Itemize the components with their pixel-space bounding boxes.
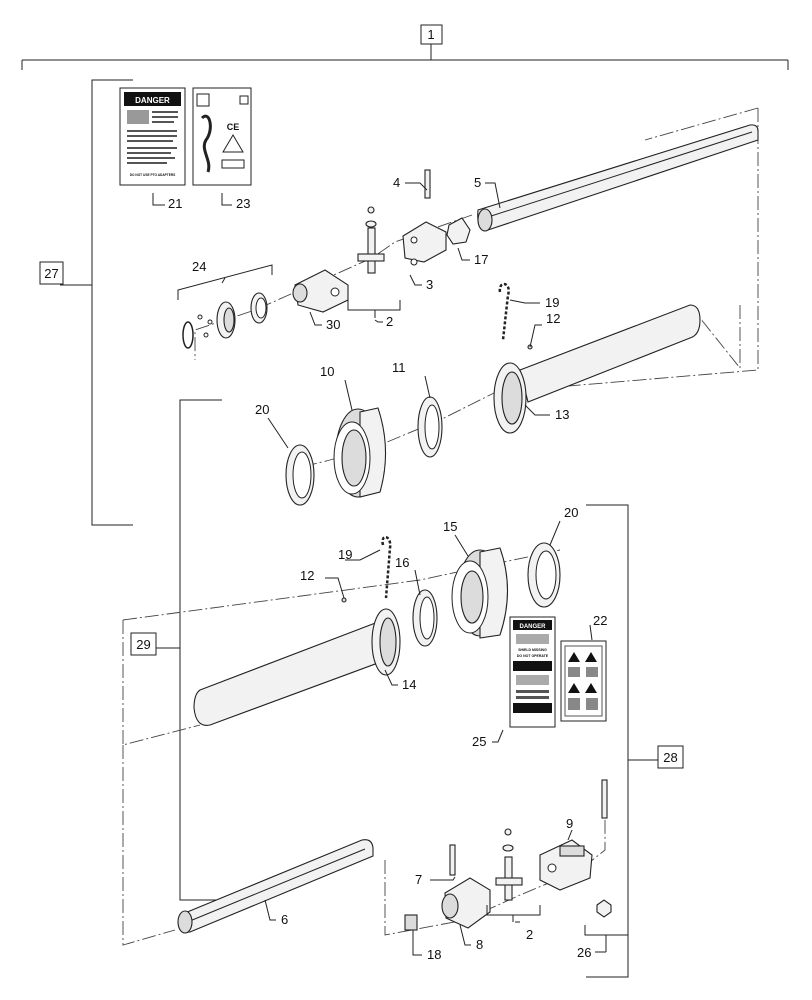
callout-19-bottom: 19 [338, 547, 352, 562]
yoke-with-bolt [539, 839, 593, 891]
callout-8: 8 [476, 937, 483, 952]
callout-10: 10 [320, 364, 334, 379]
group-29-box [130, 632, 157, 656]
callout-22: 22 [593, 613, 607, 628]
callout-20-bottom: 20 [564, 505, 578, 520]
callout-15: 15 [443, 519, 457, 534]
decal-21: DANGER DO NOT USE PTO ADAPTERS [119, 87, 186, 186]
group-27-box [39, 261, 64, 285]
callout-7: 7 [415, 872, 422, 887]
yoke-top [402, 221, 447, 266]
group-27-bracket [91, 79, 133, 526]
callout-9: 9 [566, 816, 573, 831]
leader-lines [152, 182, 606, 956]
callout-24: 24 [192, 259, 206, 274]
guard-cone-top [333, 407, 387, 498]
callout-25: 25 [472, 734, 486, 749]
guard-cone-bottom [451, 547, 509, 639]
decal-23-mark: CE [227, 122, 240, 132]
callout-5: 5 [474, 175, 481, 190]
decal-22 [560, 640, 607, 722]
group-28-bracket [586, 504, 629, 978]
callout-2-bottom-bracket [486, 905, 541, 922]
callout-30: 30 [326, 317, 340, 332]
callout-23: 23 [236, 196, 250, 211]
group-27-label: 27 [44, 266, 58, 281]
spring-pin-bottom [449, 844, 456, 876]
bearing-ring-bottom [412, 589, 438, 647]
callout-3: 3 [426, 277, 433, 292]
decal-25-line2: SHIELD MISSING [518, 648, 547, 652]
callout-26: 26 [577, 945, 591, 960]
callout-2-bottom: 2 [526, 927, 533, 942]
spring-pin-top [424, 169, 431, 199]
callout-4: 4 [393, 175, 400, 190]
bearing-kit [182, 292, 268, 349]
inner-yoke [292, 269, 349, 313]
assembly-bracket [21, 44, 789, 70]
callout-2-top-bracket [347, 300, 401, 318]
callouts: 21 23 4 5 17 3 30 2 24 19 12 13 11 10 20… [168, 175, 607, 962]
bolt [601, 779, 608, 819]
callout-24-bracket [177, 264, 273, 300]
group-29-bracket [179, 399, 222, 901]
decal-21-footer: DO NOT USE PTO ADAPTERS [130, 173, 176, 177]
group-28-label: 28 [663, 750, 677, 765]
callout-19-top: 19 [545, 295, 559, 310]
callout-6: 6 [281, 912, 288, 927]
cross-kit-top [357, 206, 385, 274]
safety-chain-bottom [381, 535, 392, 599]
callout-21: 21 [168, 196, 182, 211]
yoke-bottom [441, 877, 491, 929]
decal-23: CE [192, 87, 252, 186]
callout-12-bottom: 12 [300, 568, 314, 583]
callout-2-top: 2 [386, 314, 393, 329]
slide-collar-bottom [404, 914, 418, 931]
decal-25-line1: DANGER [519, 624, 546, 630]
safety-chain-top [498, 282, 510, 341]
bearing-bottom [527, 542, 561, 608]
grease-fitting-bottom [341, 597, 347, 603]
callout-12-top: 12 [546, 311, 560, 326]
assembly-label: 1 [427, 27, 434, 42]
group-29-label: 29 [136, 637, 150, 652]
bearing-top [285, 444, 315, 506]
callout-20-top: 20 [255, 402, 269, 417]
callout-17: 17 [474, 252, 488, 267]
callout-11: 11 [392, 360, 406, 375]
cross-kit-bottom [495, 828, 523, 901]
decal-25-line3: DO NOT OPERATE [517, 654, 549, 658]
decal-25: DANGER SHIELD MISSING DO NOT OPERATE [509, 616, 556, 728]
decal-21-header: DANGER [135, 96, 170, 105]
guard-tube-inner [193, 608, 401, 726]
slide-collar [446, 217, 471, 245]
profile-tube-inner [177, 839, 374, 934]
callout-16: 16 [395, 555, 409, 570]
profile-tube-outer [477, 124, 759, 232]
bearing-ring-top [417, 396, 443, 458]
callout-13: 13 [555, 407, 569, 422]
group-28-box [657, 745, 684, 769]
nut [596, 899, 612, 918]
guard-tube-outer [493, 304, 701, 434]
callout-26-bracket [584, 925, 629, 952]
callout-18: 18 [427, 947, 441, 962]
callout-14: 14 [402, 677, 416, 692]
